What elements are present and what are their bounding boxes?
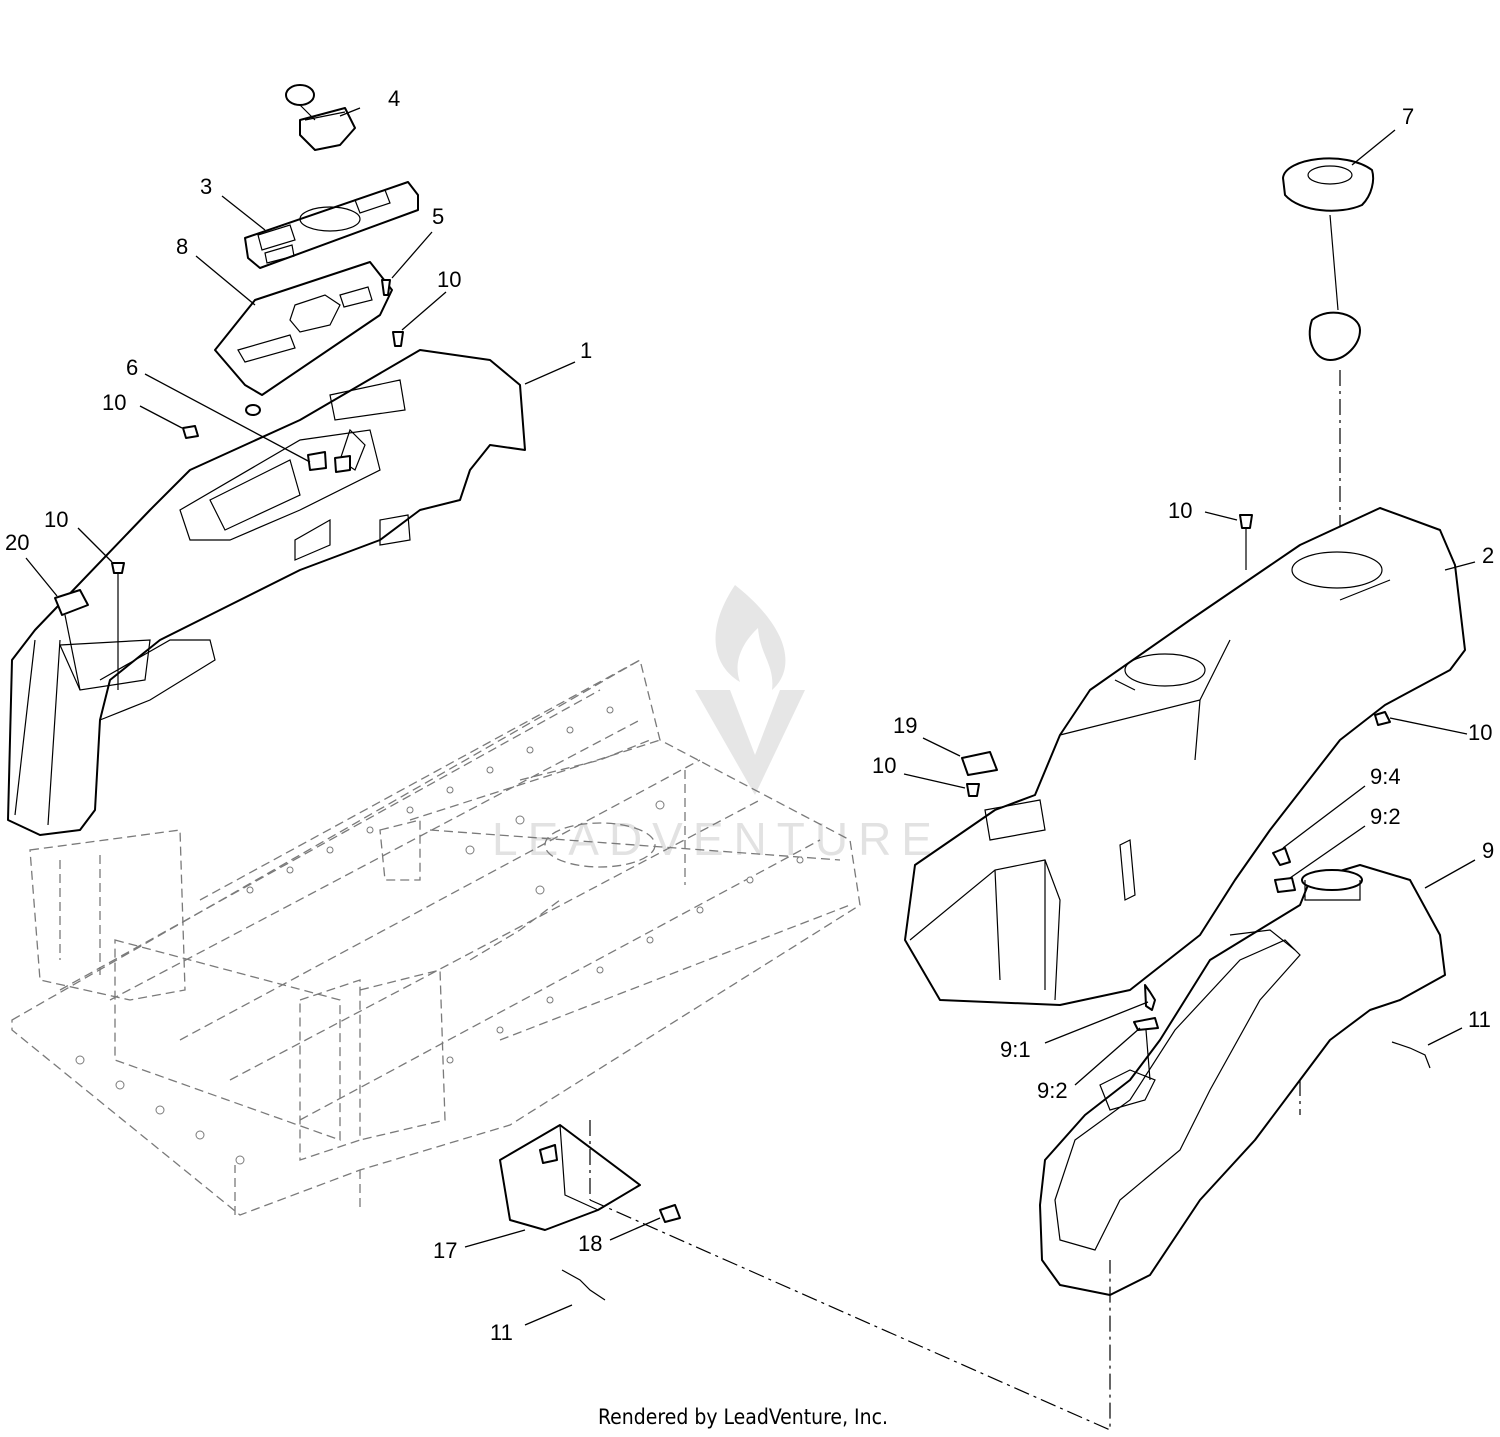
hose-clips bbox=[561, 1041, 1431, 1301]
callout-9-2: 9:2 bbox=[1370, 804, 1401, 829]
callout-9-1: 9:1 bbox=[1000, 1037, 1031, 1062]
callout-9-2: 9:2 bbox=[1037, 1078, 1068, 1103]
footer-credit: Rendered by LeadVenture, Inc. bbox=[598, 1405, 888, 1429]
chassis-frame bbox=[11, 659, 861, 1216]
callout-9-4: 9:4 bbox=[1370, 764, 1401, 789]
callout-6: 6 bbox=[126, 355, 138, 380]
fasteners-right bbox=[961, 514, 1391, 797]
mounting-bracket bbox=[499, 1124, 681, 1231]
leader-lines bbox=[25, 107, 1476, 1326]
left-cover-cap bbox=[54, 589, 89, 691]
callout-18: 18 bbox=[578, 1231, 602, 1256]
key-switch bbox=[285, 84, 356, 151]
callout-19: 19 bbox=[893, 713, 917, 738]
left-fender-pod bbox=[7, 349, 526, 836]
callout-10: 10 bbox=[102, 390, 126, 415]
callout-10: 10 bbox=[437, 267, 461, 292]
callout-7: 7 bbox=[1402, 104, 1414, 129]
callout-1: 1 bbox=[580, 338, 592, 363]
control-panel-cover bbox=[244, 181, 419, 269]
tank-fittings bbox=[1133, 847, 1296, 1081]
fuel-tank bbox=[1039, 864, 1446, 1296]
callout-4: 4 bbox=[388, 86, 400, 111]
watermark-text: LEADVENTURE bbox=[492, 813, 942, 865]
callout-10: 10 bbox=[44, 507, 68, 532]
callout-10: 10 bbox=[1468, 720, 1492, 745]
projection-lines bbox=[589, 1080, 1301, 1431]
callout-2: 2 bbox=[1482, 543, 1494, 568]
callout-3: 3 bbox=[200, 174, 212, 199]
callout-11: 11 bbox=[1468, 1007, 1491, 1032]
callout-20: 20 bbox=[5, 530, 29, 555]
fasteners-left bbox=[111, 279, 404, 690]
callout-8: 8 bbox=[176, 234, 188, 259]
callout-10: 10 bbox=[1168, 498, 1192, 523]
fuel-cap bbox=[1282, 157, 1375, 560]
callout-10: 10 bbox=[872, 753, 896, 778]
callout-11: 11 bbox=[490, 1320, 513, 1345]
leadventure-watermark: LEADVENTURE bbox=[492, 585, 942, 865]
callout-9: 9 bbox=[1482, 838, 1494, 863]
callout-labels: 4 3 5 8 10 1 6 10 10 20 7 10 2 19 10 10 … bbox=[5, 86, 1494, 1345]
right-fender-pod bbox=[904, 507, 1466, 1006]
callout-17: 17 bbox=[433, 1238, 457, 1263]
control-panel bbox=[214, 261, 393, 396]
callout-5: 5 bbox=[432, 204, 444, 229]
